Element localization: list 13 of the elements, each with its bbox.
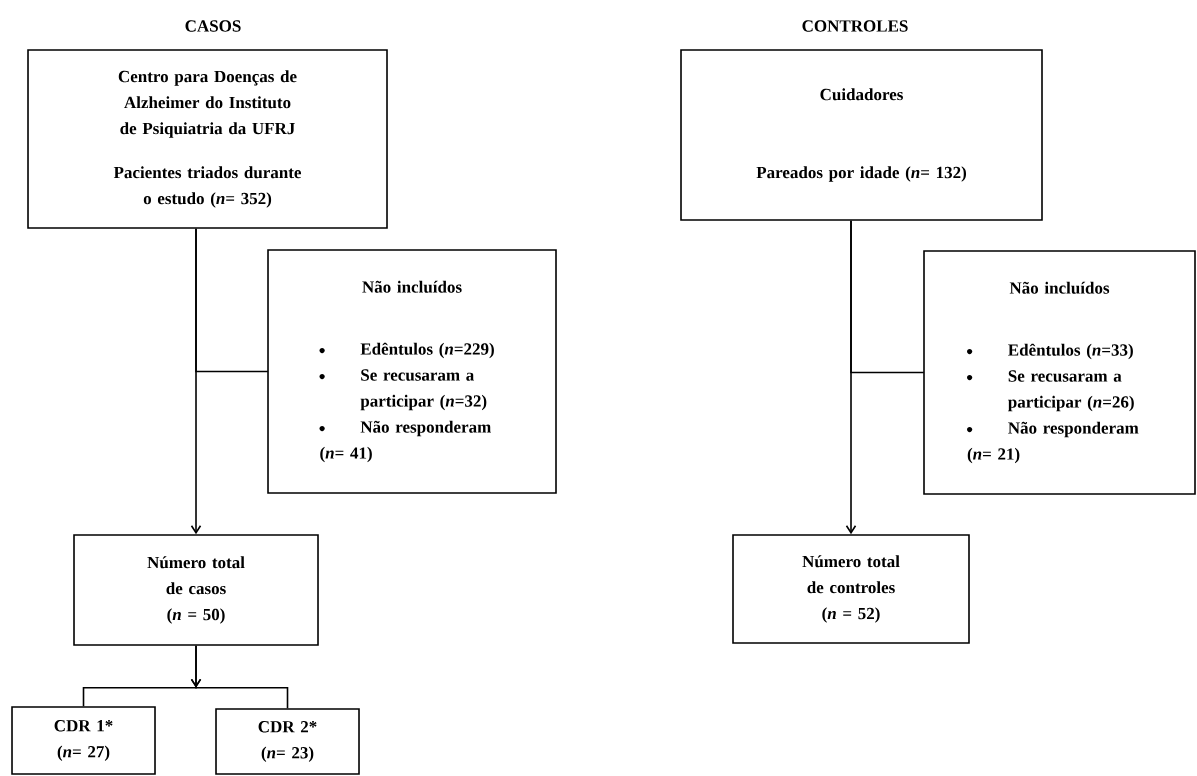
column-heading: CONTROLES xyxy=(802,20,908,32)
connector-line xyxy=(190,645,289,709)
process-box: CDR 2* (n= 23) xyxy=(215,708,360,775)
connector-line xyxy=(195,228,269,373)
process-box: Centro para Doenças de Alzheimer do Instituto de Psiquiatria da UFRJ Pacientes triados durante o estudo (n= 352) xyxy=(27,49,388,229)
process-box: Número total de casos (n = 50) xyxy=(73,534,319,646)
exclusion-box: Não incluídos Edêntulos (n=229) Se recusaram a participar (n=32) Não responderam (n= 41) xyxy=(267,249,557,494)
exclusion-box: Não incluídos Edêntulos (n=33) Se recusaram a participar (n=26) Não responderam (n= 21) xyxy=(923,250,1196,495)
column-heading: CASOS xyxy=(185,20,241,32)
connector-line xyxy=(850,220,925,374)
process-box: CDR 1* (n= 27) xyxy=(11,706,156,775)
process-box: Número total de controles (n = 52) xyxy=(732,534,970,644)
process-box: Cuidadores Pareados por idade (n= 132) xyxy=(680,49,1043,221)
